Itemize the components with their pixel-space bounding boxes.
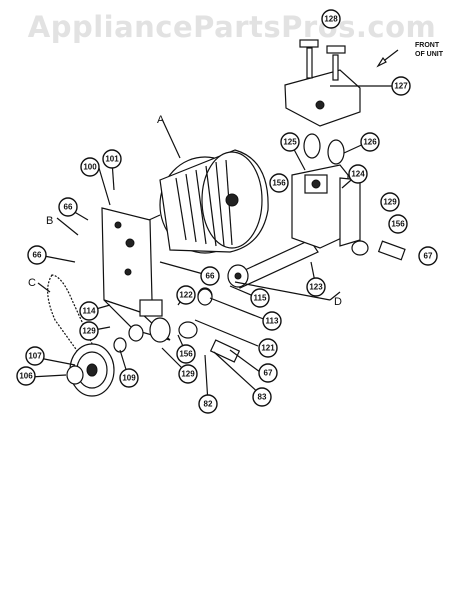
svg-text:83: 83	[258, 393, 267, 402]
callout-67: 67	[258, 363, 278, 383]
svg-text:125: 125	[283, 138, 297, 147]
svg-text:123: 123	[309, 283, 323, 292]
svg-text:115: 115	[254, 294, 267, 303]
watermark: AppliancePartsPros.com	[27, 10, 437, 44]
callout-156: 156	[176, 344, 196, 364]
label-b: B	[46, 215, 53, 227]
callout-122: 122	[176, 285, 196, 305]
fittings-drawing	[178, 240, 406, 363]
motor-drawing	[137, 149, 269, 254]
callout-129: 129	[79, 321, 99, 341]
svg-text:101: 101	[105, 155, 119, 164]
callout-121: 121	[258, 338, 278, 358]
callout-100: 100	[80, 157, 100, 177]
callout-156: 156	[269, 173, 289, 193]
callouts: 128 127 125 126 156 124 129 156 67 100 1…	[16, 9, 438, 414]
callout-82: 82	[198, 394, 218, 414]
callout-124: 124	[348, 164, 368, 184]
svg-text:129: 129	[82, 327, 96, 336]
callout-113: 113	[262, 311, 282, 331]
callout-66: 66	[200, 266, 220, 286]
svg-text:66: 66	[206, 272, 215, 281]
svg-text:107: 107	[28, 352, 42, 361]
callout-115: 115	[250, 288, 270, 308]
svg-text:122: 122	[179, 291, 193, 300]
label-a: A	[157, 114, 165, 126]
svg-text:121: 121	[261, 344, 275, 353]
svg-text:114: 114	[83, 307, 96, 316]
svg-text:67: 67	[264, 369, 273, 378]
label-c: C	[28, 277, 36, 289]
svg-text:128: 128	[324, 15, 338, 24]
callout-109: 109	[119, 368, 139, 388]
callout-66: 66	[27, 245, 47, 265]
belt-drawing	[47, 274, 95, 357]
callout-128: 128	[321, 9, 341, 29]
callout-107: 107	[25, 346, 45, 366]
svg-text:67: 67	[424, 252, 433, 261]
right-housing-drawing	[291, 164, 361, 249]
svg-text:82: 82	[204, 400, 213, 409]
svg-text:100: 100	[83, 163, 97, 172]
callout-129: 129	[178, 364, 198, 384]
callout-67: 67	[418, 246, 438, 266]
svg-text:156: 156	[179, 350, 193, 359]
svg-text:109: 109	[122, 374, 136, 383]
callout-127: 127	[391, 76, 411, 96]
front-of-unit-arrow	[376, 49, 399, 68]
callout-114: 114	[79, 301, 99, 321]
callout-125: 125	[280, 132, 300, 152]
svg-text:129: 129	[383, 198, 397, 207]
callout-66: 66	[58, 197, 78, 217]
svg-text:156: 156	[391, 220, 405, 229]
svg-text:124: 124	[351, 170, 365, 179]
svg-text:156: 156	[272, 179, 286, 188]
svg-text:113: 113	[266, 317, 279, 326]
top-bracket-drawing	[284, 39, 361, 165]
svg-text:66: 66	[64, 203, 73, 212]
callout-101: 101	[102, 149, 122, 169]
svg-text:66: 66	[33, 251, 42, 260]
svg-text:129: 129	[181, 370, 195, 379]
callout-123: 123	[306, 277, 326, 297]
front-label-1: FRONT	[415, 42, 440, 49]
svg-text:126: 126	[363, 138, 377, 147]
svg-text:127: 127	[394, 82, 408, 91]
callout-129: 129	[380, 192, 400, 212]
label-d: D	[334, 296, 342, 308]
svg-text:106: 106	[19, 372, 33, 381]
pulley-drawing	[66, 317, 171, 397]
callout-106: 106	[16, 366, 36, 386]
front-label-2: OF UNIT	[415, 51, 444, 58]
callout-156: 156	[388, 214, 408, 234]
callout-83: 83	[252, 387, 272, 407]
callout-126: 126	[360, 132, 380, 152]
